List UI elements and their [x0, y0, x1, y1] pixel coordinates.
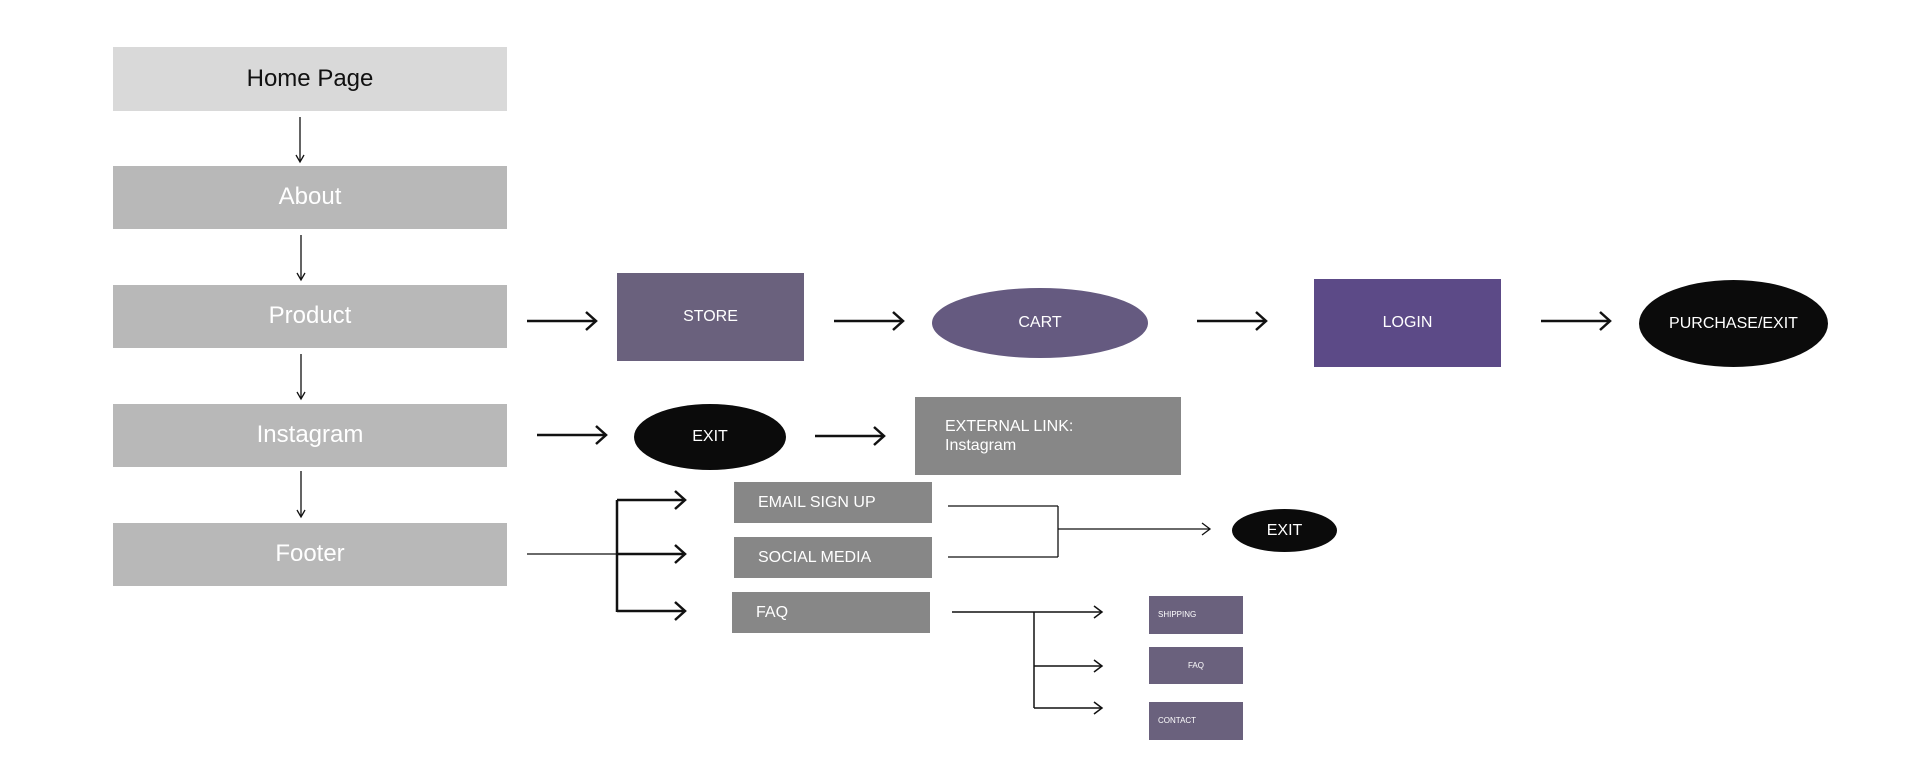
- arrow-cart-to-login: [1197, 311, 1268, 331]
- arrow-about-to-product: [296, 235, 306, 282]
- node-store: STORE: [617, 273, 804, 361]
- node-social-media: SOCIAL MEDIA: [734, 537, 932, 578]
- node-footer: Footer: [113, 523, 507, 586]
- node-purchase-exit: PURCHASE/EXIT: [1639, 280, 1828, 367]
- node-shipping: SHIPPING: [1149, 596, 1243, 634]
- arrow-home-to-about: [295, 117, 305, 164]
- node-instagram: Instagram: [113, 404, 507, 467]
- arrow-product-to-store: [527, 311, 598, 331]
- node-contact: CONTACT: [1149, 702, 1243, 740]
- node-email-sign-up: EMAIL SIGN UP: [734, 482, 932, 523]
- node-cart: CART: [932, 288, 1148, 358]
- arrow-instagram-to-footer: [296, 471, 306, 519]
- node-login: LOGIN: [1314, 279, 1501, 367]
- arrow-store-to-cart: [834, 311, 905, 331]
- connector-email-social-to-exit: [948, 505, 1212, 558]
- arrow-product-to-instagram: [296, 354, 306, 401]
- arrow-login-to-purchase: [1541, 311, 1612, 331]
- node-exit-footer: EXIT: [1232, 509, 1337, 552]
- node-about: About: [113, 166, 507, 229]
- connector-faq-branch: [952, 605, 1104, 715]
- node-product: Product: [113, 285, 507, 348]
- arrow-exit-to-external-link: [815, 426, 886, 446]
- node-external-link: EXTERNAL LINK: Instagram: [915, 397, 1181, 475]
- node-faq-sub: FAQ: [1149, 647, 1243, 684]
- node-faq: FAQ: [732, 592, 930, 633]
- node-exit-instagram: EXIT: [634, 404, 786, 470]
- connector-footer-branch: [527, 490, 687, 621]
- arrow-instagram-to-exit: [537, 425, 608, 445]
- node-home-page: Home Page: [113, 47, 507, 111]
